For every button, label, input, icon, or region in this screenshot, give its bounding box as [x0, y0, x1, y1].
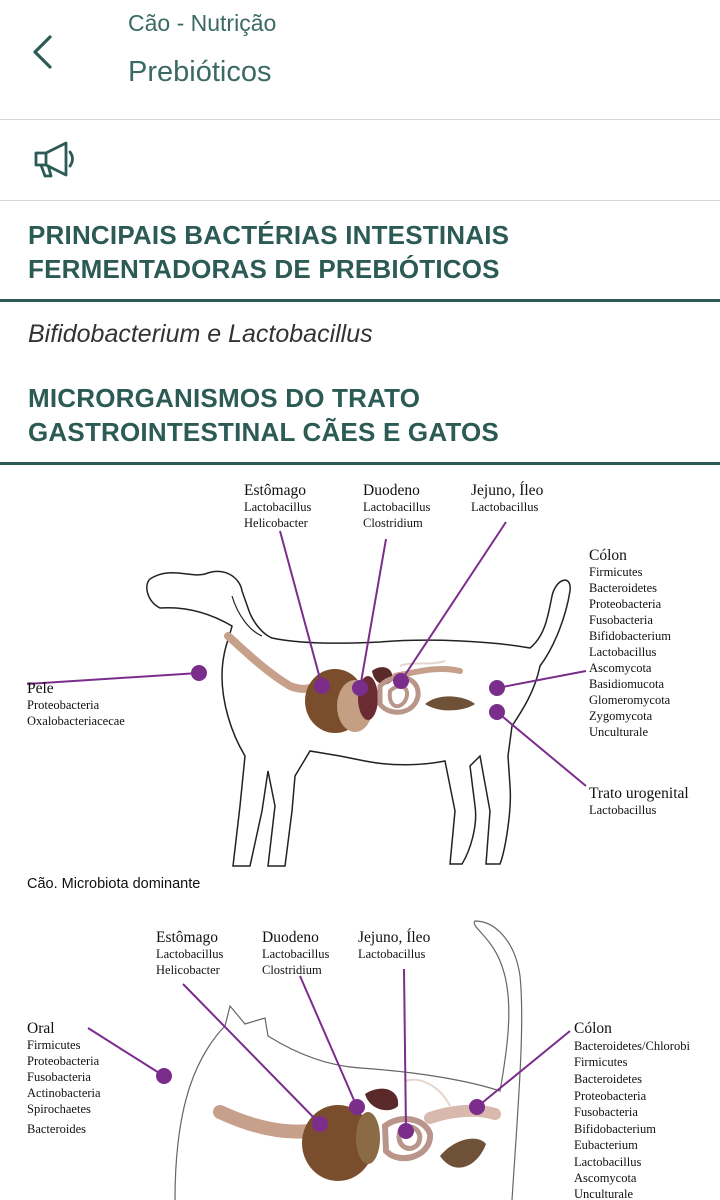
dog-colon-item: Bacteroidetes [589, 581, 657, 595]
cat-colon-item: Bifidobacterium [574, 1122, 656, 1136]
megaphone-icon [34, 141, 74, 178]
cat-stomach-item: Lactobacillus [156, 947, 223, 961]
dog-colon-title: Cólon [589, 547, 627, 564]
dog-colon-item: Bifidobacterium [589, 629, 671, 643]
cat-colon-item: Fusobacteria [574, 1105, 638, 1119]
leader-line [403, 968, 407, 1132]
section-heading-bacteria: PRINCIPAIS BACTÉRIAS INTESTINAIS FERMENT… [28, 218, 509, 286]
cat-colon-item: Bacteroidetes/Chlorobi [574, 1039, 690, 1053]
dog-colon-item: Zygomycota [589, 709, 653, 723]
dog-urogenital-item: Lactobacillus [589, 803, 656, 817]
back-button[interactable] [20, 30, 64, 74]
marker-dot [489, 680, 505, 696]
dog-colon-item: Basidiomucota [589, 677, 664, 691]
dog-skin-item: Proteobacteria [27, 698, 100, 712]
cat-illustration [174, 920, 523, 1200]
dog-colon-item: Fusobacteria [589, 613, 653, 627]
marker-dot [352, 680, 368, 696]
cat-oral-item: Spirochaetes [27, 1102, 91, 1116]
dog-stomach-item: Lactobacillus [244, 500, 311, 514]
dog-colon-list: Firmicutes Bacteroidetes Proteobacteria … [589, 565, 671, 739]
cat-duodenum-item: Clostridium [262, 963, 322, 977]
leader-line [496, 670, 587, 689]
app-header: Cão - Nutrição Prebióticos [0, 0, 720, 120]
heading-line: PRINCIPAIS BACTÉRIAS INTESTINAIS [28, 220, 510, 250]
marker-dot [349, 1099, 365, 1115]
marker-dot [156, 1068, 172, 1084]
dog-duodenum-item: Lactobacillus [363, 500, 430, 514]
dog-jejunum-title: Jejuno, Íleo [471, 482, 544, 499]
cat-stomach-title: Estômago [156, 929, 218, 946]
dog-caption: Cão. Microbiota dominante [27, 876, 200, 892]
marker-dot [489, 704, 505, 720]
cat-oral-item: Fusobacteria [27, 1070, 91, 1084]
leader-line [182, 983, 321, 1125]
dog-colon-item: Proteobacteria [589, 597, 662, 611]
heading-line: GASTROINTESTINAL CÃES E GATOS [28, 417, 499, 447]
dog-skin-item: Oxalobacteriacecae [27, 714, 125, 728]
cat-jejunum-item: Lactobacillus [358, 947, 425, 961]
leader-line [279, 530, 323, 687]
dog-colon-item: Unculturale [589, 725, 648, 739]
marker-dot [191, 665, 207, 681]
cat-duodenum-item: Lactobacillus [262, 947, 329, 961]
marker-dot [469, 1099, 485, 1115]
cat-colon-list: Bacteroidetes/Chlorobi Firmicutes Bacter… [574, 1039, 690, 1200]
dog-duodenum-title: Duodeno [363, 482, 420, 499]
cat-oral-item: Proteobacteria [27, 1054, 100, 1068]
leader-line [87, 1027, 165, 1077]
cat-oral-item: Actinobacteria [27, 1086, 101, 1100]
leader-line [496, 711, 587, 787]
cat-oral-item: Firmicutes [27, 1038, 81, 1052]
cat-colon-item: Firmicutes [574, 1055, 628, 1069]
cat-stomach-item: Helicobacter [156, 963, 221, 977]
marker-dot [314, 678, 330, 694]
dog-colon-item: Ascomycota [589, 661, 652, 675]
heading-line: FERMENTADORAS DE PREBIÓTICOS [28, 254, 500, 284]
dog-jejunum-item: Lactobacillus [471, 500, 538, 514]
cat-colon-item: Ascomycota [574, 1171, 637, 1185]
dog-colon-item: Lactobacillus [589, 645, 656, 659]
bacteria-names: Bifidobacterium e Lactobacillus [28, 320, 373, 348]
cat-oral-item: Bacteroides [27, 1122, 86, 1136]
dog-urogenital-title: Trato urogenital [589, 785, 689, 802]
page-title: Prebióticos [128, 56, 272, 88]
section-divider [0, 299, 720, 302]
leader-line [359, 538, 387, 689]
audio-button[interactable] [30, 138, 80, 182]
microbiota-figure: Estômago Lactobacillus Helicobacter Duod… [0, 466, 720, 1200]
leader-line [26, 672, 200, 685]
dog-colon-item: Firmicutes [589, 565, 643, 579]
breadcrumb: Cão - Nutrição [128, 10, 277, 36]
audio-bar [0, 121, 720, 201]
leader-line [400, 521, 507, 682]
leader-line [299, 975, 358, 1108]
dog-illustration [146, 570, 571, 867]
marker-dot [398, 1123, 414, 1139]
dog-stomach-title: Estômago [244, 482, 306, 499]
cat-colon-title: Cólon [574, 1020, 612, 1037]
cat-jejunum-title: Jejuno, Íleo [358, 929, 431, 946]
cat-colon-item: Eubacterium [574, 1138, 638, 1152]
marker-dot [312, 1116, 328, 1132]
leader-line [476, 1030, 571, 1108]
cat-oral-list: Firmicutes Proteobacteria Fusobacteria A… [27, 1038, 101, 1136]
cat-oral-title: Oral [27, 1020, 55, 1037]
cat-duodenum-title: Duodeno [262, 929, 319, 946]
section-heading-microorganisms: MICRORGANISMOS DO TRATO GASTROINTESTINAL… [28, 381, 499, 449]
cat-colon-item: Proteobacteria [574, 1089, 647, 1103]
cat-colon-item: Unculturale [574, 1187, 633, 1200]
dog-duodenum-item: Clostridium [363, 516, 423, 530]
cat-colon-item: Lactobacillus [574, 1155, 641, 1169]
dog-skin-title: Pele [27, 680, 54, 697]
section-divider [0, 462, 720, 465]
chevron-left-icon [33, 35, 52, 69]
marker-dot [393, 673, 409, 689]
cat-colon-item: Bacteroidetes [574, 1072, 642, 1086]
heading-line: MICRORGANISMOS DO TRATO [28, 383, 421, 413]
dog-colon-item: Glomeromycota [589, 693, 671, 707]
dog-stomach-item: Helicobacter [244, 516, 309, 530]
